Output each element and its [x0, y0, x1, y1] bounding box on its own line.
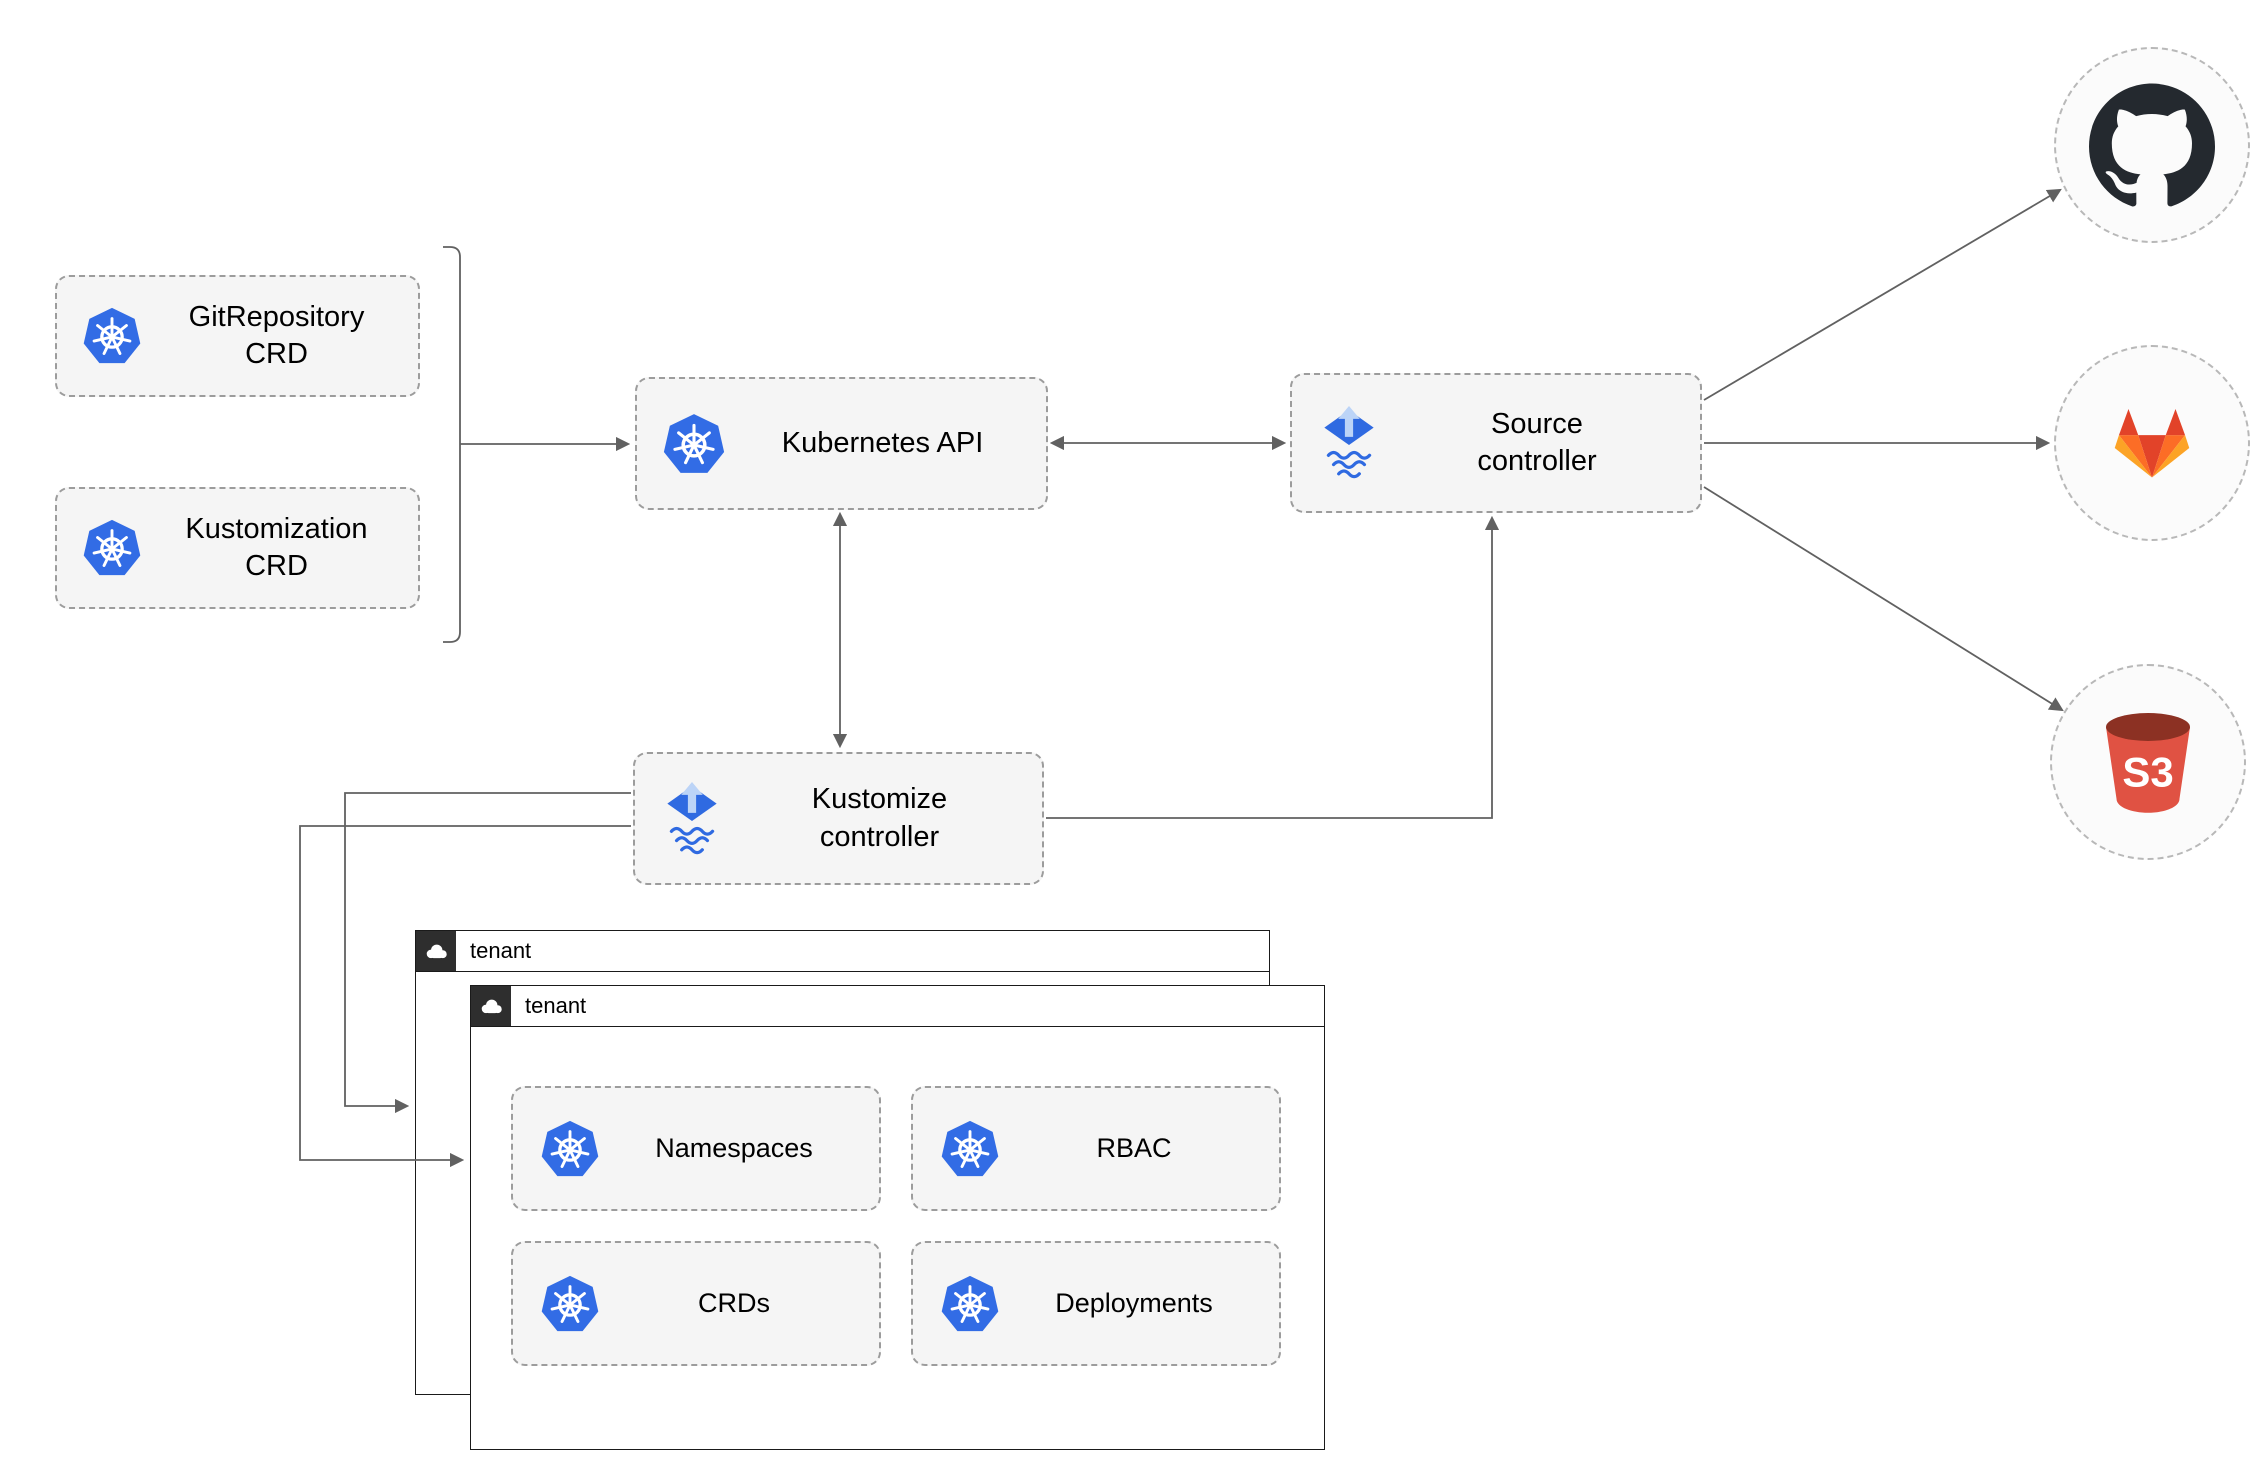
s3-bucket-icon: S3 [2106, 713, 2190, 813]
node-label: RBAC [1096, 1133, 1172, 1164]
node-kubernetes-api[interactable]: Kubernetes API [635, 377, 1048, 510]
tenant-group-front[interactable]: tenant Namespaces RBAC CRDs Deployments [470, 985, 1325, 1450]
arrow-source-to-s3 [1703, 486, 2064, 712]
kubernetes-icon [81, 305, 143, 367]
tenant-label: tenant [470, 938, 532, 963]
s3-label: S3 [2122, 749, 2173, 796]
node-label: GitRepository CRD [188, 300, 365, 370]
kubernetes-icon [661, 411, 727, 477]
tenant-header: tenant [416, 931, 1269, 972]
flux-icon [659, 781, 725, 857]
bracket-crds [443, 246, 461, 643]
node-label: CRDs [698, 1288, 770, 1319]
external-s3[interactable]: S3 [2050, 664, 2246, 860]
arrow-source-to-github [1703, 188, 2062, 401]
tenant-label: tenant [525, 993, 587, 1018]
flux-icon [1316, 405, 1382, 481]
kubernetes-icon [539, 1118, 601, 1180]
node-label: Deployments [1055, 1288, 1213, 1319]
cloud-icon [416, 931, 456, 971]
github-icon [2089, 82, 2215, 208]
node-namespaces[interactable]: Namespaces [511, 1086, 881, 1211]
gitlab-icon [2087, 381, 2217, 505]
node-kustomization-crd[interactable]: Kustomization CRD [55, 487, 420, 609]
kubernetes-icon [939, 1273, 1001, 1335]
node-kustomize-controller[interactable]: Kustomize controller [633, 752, 1044, 885]
kubernetes-icon [539, 1273, 601, 1335]
node-rbac[interactable]: RBAC [911, 1086, 1281, 1211]
kubernetes-icon [81, 517, 143, 579]
cloud-icon [471, 986, 511, 1026]
node-label: Kustomize controller [811, 783, 948, 853]
node-label: Kustomization CRD [185, 512, 368, 582]
node-label: Source controller [1477, 407, 1597, 477]
kubernetes-icon [939, 1118, 1001, 1180]
node-source-controller[interactable]: Source controller [1290, 373, 1702, 513]
node-label: Namespaces [655, 1133, 813, 1164]
external-gitlab[interactable] [2054, 345, 2250, 541]
node-deployments[interactable]: Deployments [911, 1241, 1281, 1366]
node-gitrepository-crd[interactable]: GitRepository CRD [55, 275, 420, 397]
node-crds[interactable]: CRDs [511, 1241, 881, 1366]
arrow-kustomize-to-source [1046, 515, 1500, 819]
node-label: Kubernetes API [781, 426, 984, 459]
tenant-header: tenant [471, 986, 1324, 1027]
external-github[interactable] [2054, 47, 2250, 243]
